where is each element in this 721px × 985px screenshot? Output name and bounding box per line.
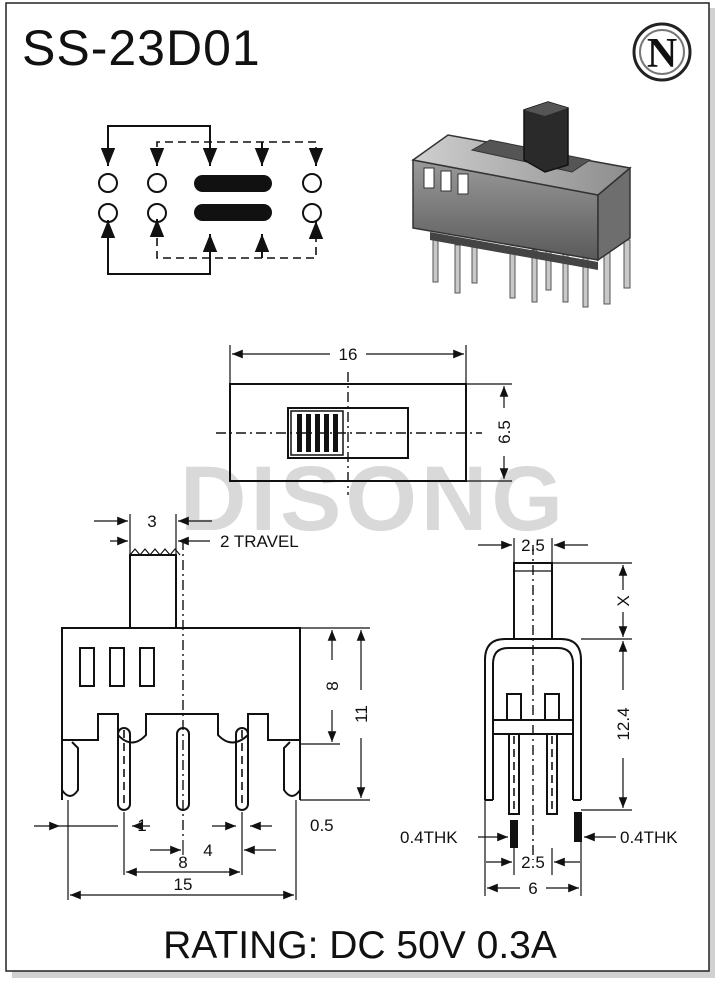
dim-body-height: 8 xyxy=(323,681,342,690)
brand-n-logo-icon: N xyxy=(632,22,692,82)
dim-overall-width: 15 xyxy=(174,875,193,894)
side-view-drawing: 3 2 TRAVEL 8 11 1 0.5 4 8 15 xyxy=(34,512,371,900)
watermark: DISONG xyxy=(180,448,567,550)
rating-text: RATING: DC 50V 0.3A xyxy=(163,924,557,967)
dim-end-width: 6 xyxy=(528,879,537,898)
contact-schematic xyxy=(98,125,324,275)
dim-pin-thickness: 0.5 xyxy=(310,816,334,835)
dim-right-thickness: 0.4THK xyxy=(620,828,678,847)
dim-end-height: 12.4 xyxy=(614,707,633,740)
dim-pin-width: 1 xyxy=(137,816,146,835)
logo-letter: N xyxy=(647,31,677,77)
dim-left-thickness: 0.4THK xyxy=(400,828,458,847)
dim-actuator-height: X xyxy=(614,595,633,606)
dim-pitch: 4 xyxy=(203,841,212,860)
dim-actuator-width: 3 xyxy=(147,512,156,531)
dim-total-height: 11 xyxy=(352,705,371,723)
top-view-drawing: 16 6.5 xyxy=(216,345,514,495)
dim-pin-pitch: 2.5 xyxy=(521,853,545,872)
dim-top-height: 6.5 xyxy=(495,420,514,444)
dim-travel: 2 TRAVEL xyxy=(220,532,299,551)
end-view-drawing: 2.5 X 12.4 0.4THK 0.4THK 2.5 6 xyxy=(400,536,678,898)
switch-photo-illustration xyxy=(411,101,632,308)
part-number-title: SS-23D01 xyxy=(22,20,261,76)
dim-span: 8 xyxy=(178,853,187,872)
dim-end-actuator-width: 2.5 xyxy=(521,536,545,555)
dim-top-width: 16 xyxy=(339,345,358,364)
